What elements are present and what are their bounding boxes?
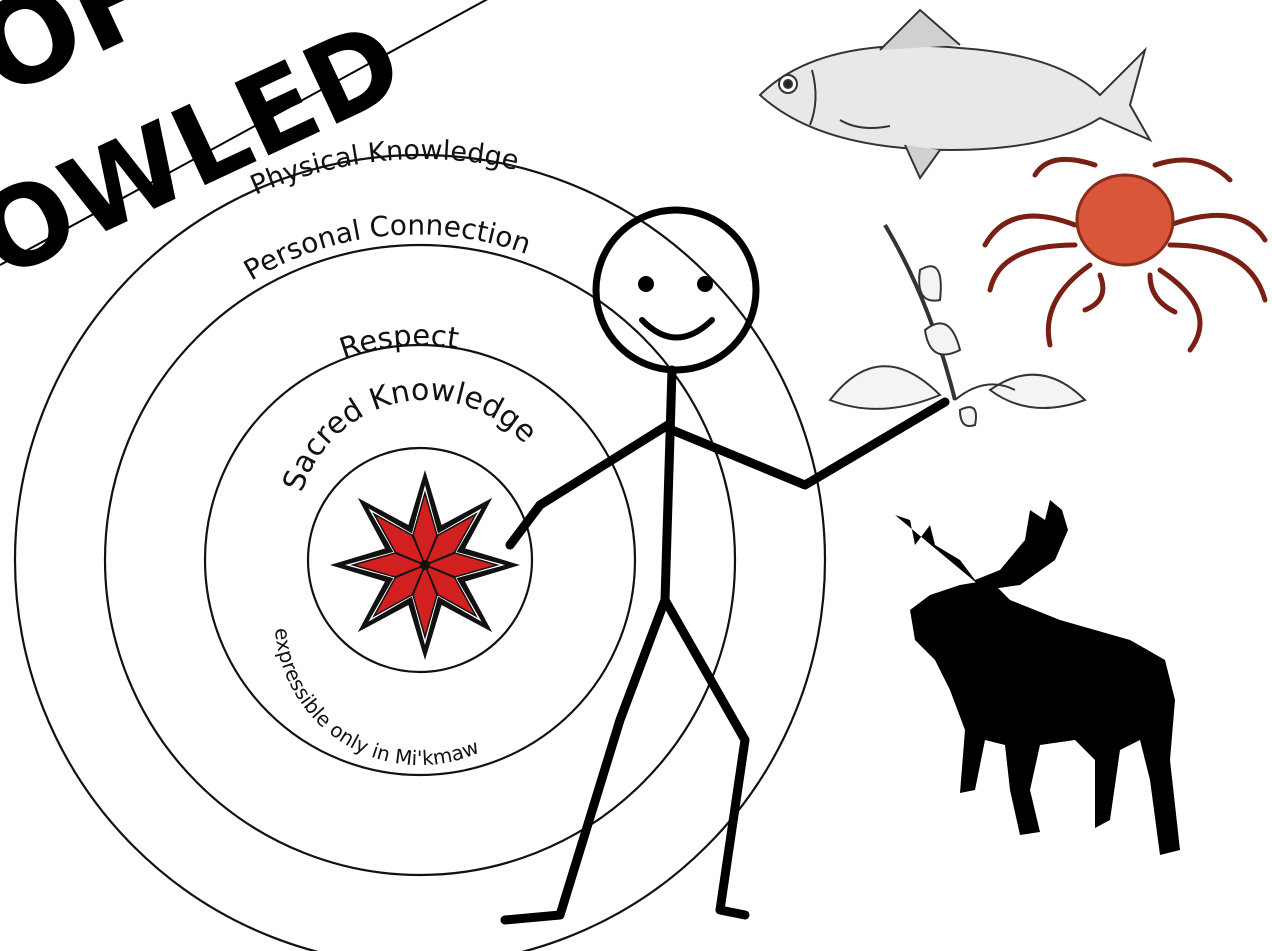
crab-illustration [985, 159, 1265, 350]
stick-figure-head [596, 210, 756, 370]
crab-body [1077, 175, 1173, 265]
stick-figure [505, 210, 945, 920]
fish-illustration [760, 10, 1150, 178]
center-caption: expressible only in Mi'kmaw [270, 627, 482, 770]
eight-point-star-icon [291, 431, 560, 700]
ring-label-sacred: Sacred Knowledge [276, 372, 544, 495]
ring-label-respect: Respect [335, 318, 461, 365]
moose-silhouette [895, 500, 1180, 855]
